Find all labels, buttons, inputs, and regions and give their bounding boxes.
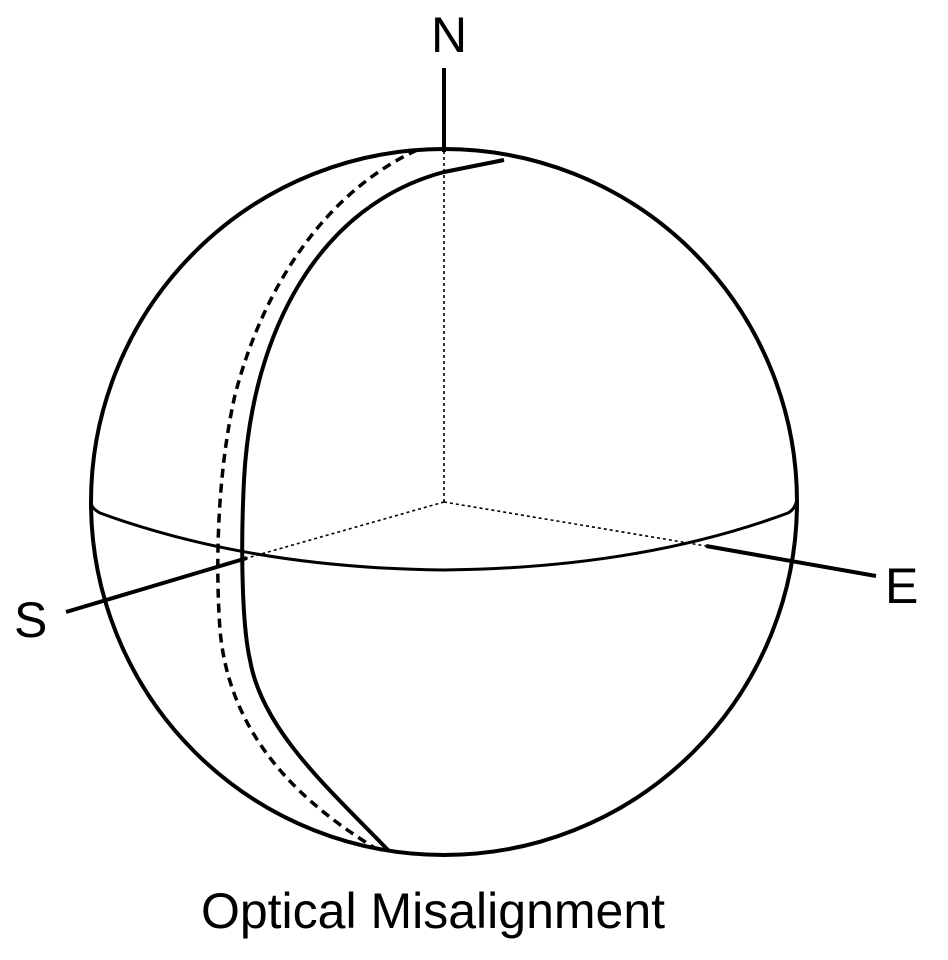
reference-meridian-dashed <box>216 148 418 850</box>
misaligned-meridian <box>240 158 505 852</box>
diagram-caption: Optical Misalignment <box>201 883 665 939</box>
east-label: E <box>885 558 918 614</box>
equator-front-arc <box>89 495 799 572</box>
north-label: N <box>431 7 467 63</box>
south-axis-hidden <box>246 501 445 559</box>
south-label: S <box>14 592 47 648</box>
east-axis <box>705 544 877 578</box>
east-axis-hidden <box>443 501 707 547</box>
